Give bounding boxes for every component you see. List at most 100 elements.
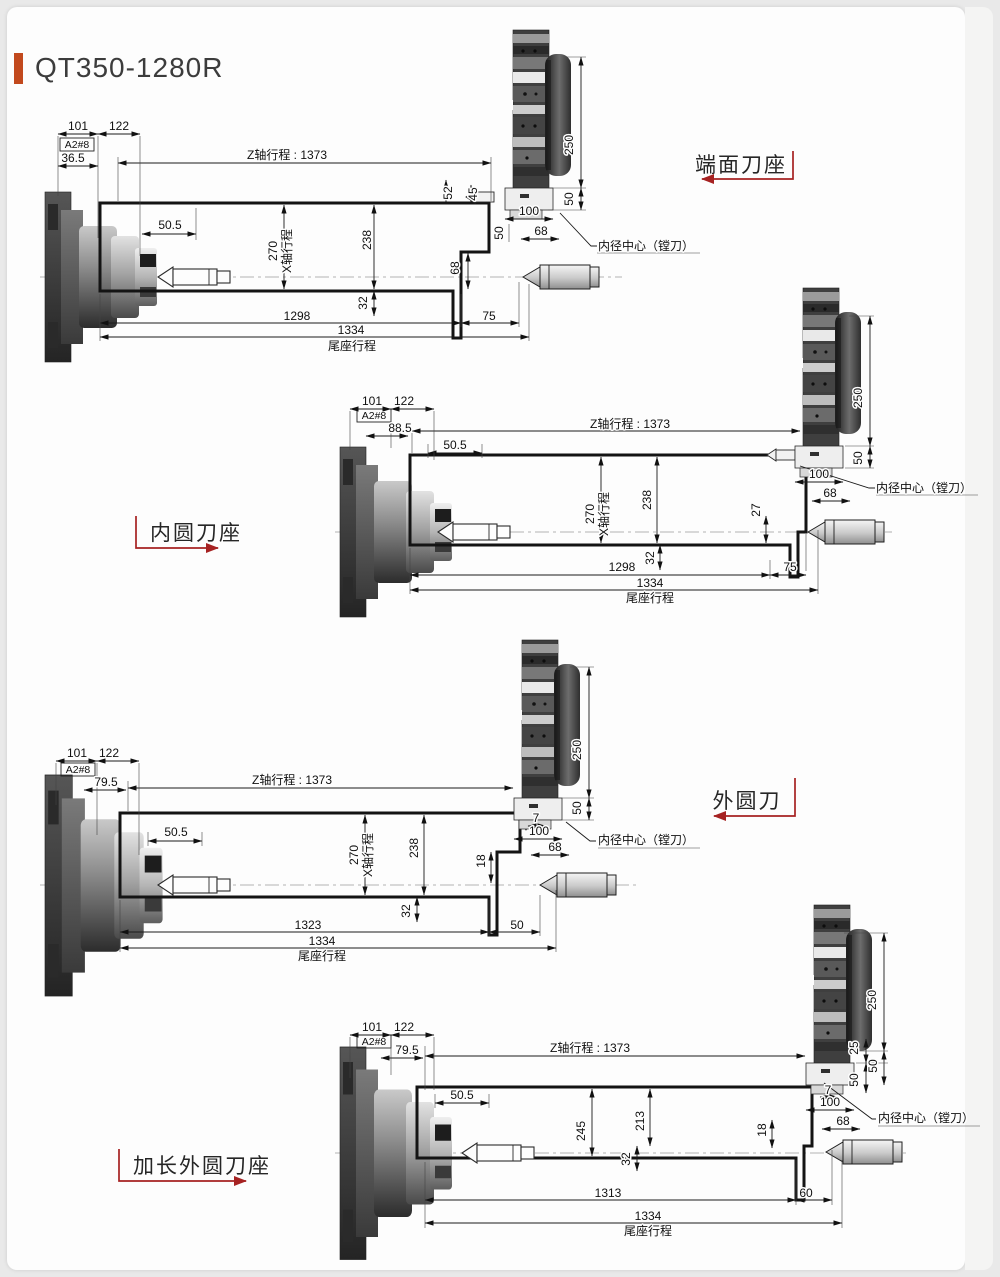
dim-238: 238 — [407, 838, 421, 858]
dim-50: 50 — [510, 918, 524, 932]
tailstock-center — [522, 264, 600, 290]
dim-turret-250: 250 — [562, 135, 576, 155]
bore-center-callout: 内径中心（镗刀） — [598, 238, 694, 253]
spindle-nose-spec: A2#8 — [362, 1036, 387, 1048]
dim-101: 101 — [362, 394, 382, 408]
dim-turret-base-50: 50 — [562, 192, 576, 206]
dim-1313: 1313 — [595, 1186, 622, 1200]
dim-7: 7 — [825, 1083, 832, 1097]
dim-122: 122 — [99, 746, 119, 760]
dim-x-travel: 270 — [583, 504, 597, 524]
bore-center-callout: 内径中心（镗刀） — [598, 832, 694, 847]
tailstock-center — [539, 872, 617, 898]
dim-nose-length: 79.5 — [94, 775, 118, 789]
dim-45: 45 — [466, 187, 480, 201]
dim-18: 18 — [474, 854, 488, 868]
dim-238: 238 — [360, 230, 374, 250]
dim-nose-length: 36.5 — [61, 151, 85, 165]
bore-center-callout: 内径中心（镗刀） — [878, 1110, 974, 1125]
tailstock-travel-label: 尾座行程 — [624, 1223, 672, 1238]
dim-100: 100 — [519, 204, 539, 218]
z-travel-label: Z轴行程 : 1373 — [590, 416, 670, 431]
turret-tool — [766, 448, 796, 462]
label-arrow — [135, 516, 219, 553]
dim-60: 60 — [799, 1186, 813, 1200]
dim-100: 100 — [529, 824, 549, 838]
z-travel-label: Z轴行程 : 1373 — [247, 147, 327, 162]
dim-100: 100 — [820, 1095, 840, 1109]
dim-1334: 1334 — [309, 934, 336, 948]
dim-turret-base-50: 50 — [851, 451, 865, 465]
sheet-right-margin — [965, 7, 993, 1270]
label-arrow — [701, 151, 794, 184]
dim-101: 101 — [362, 1020, 382, 1034]
tool-turret — [805, 904, 873, 1095]
title-accent-bar — [14, 52, 23, 84]
dim-25: 25 — [847, 1041, 861, 1055]
dim-1298: 1298 — [284, 309, 311, 323]
x-travel-label: X轴行程 — [279, 229, 294, 273]
dim-18: 18 — [755, 1123, 769, 1137]
dim-68: 68 — [836, 1114, 850, 1128]
dim-68-step: 68 — [448, 261, 462, 275]
dim-245: 245 — [574, 1121, 588, 1141]
dim-68: 68 — [823, 486, 837, 500]
boring-tool — [157, 266, 231, 288]
dim-101: 101 — [67, 746, 87, 760]
spindle-chuck — [44, 774, 164, 997]
page-title: QT350-1280R — [35, 52, 224, 83]
diagram-extended-external-tool-holder: 101 122 A2#8 79.5 Z轴行程 : 1373 50.5 245 2… — [118, 904, 980, 1261]
tailstock-travel-label: 尾座行程 — [626, 590, 674, 605]
diagram-external-tool: 101 122 A2#8 79.5 Z轴行程 : 1373 50.5 270 X… — [40, 639, 796, 997]
x-travel-label: X轴行程 — [360, 833, 375, 877]
boring-tool — [437, 521, 511, 543]
dim-turret-250: 250 — [865, 990, 879, 1010]
dim-clearance: 50.5 — [450, 1088, 474, 1102]
dim-32: 32 — [356, 296, 370, 310]
tool-turret — [504, 29, 572, 220]
tailstock-center — [825, 1139, 903, 1165]
dim-turret-250: 250 — [851, 388, 865, 408]
diagram-internal-tool-holder: 101 122 A2#8 88.5 Z轴行程 : 1373 50.5 270 X… — [135, 287, 978, 618]
label-arrow — [118, 1149, 247, 1186]
dim-52: 52 — [441, 186, 455, 200]
variant-label: 外圆刀 — [713, 790, 782, 813]
tailstock-travel-label: 尾座行程 — [298, 948, 346, 963]
dim-32: 32 — [643, 551, 657, 565]
spindle-nose-spec: A2#8 — [65, 139, 90, 151]
spindle-nose-box — [59, 137, 95, 152]
dim-68: 68 — [534, 224, 548, 238]
variant-label: 加长外圆刀座 — [133, 1155, 271, 1178]
page-header: QT350-1280R — [14, 52, 223, 84]
spindle-chuck — [339, 1046, 453, 1261]
dimension-lines — [55, 666, 700, 952]
boring-tool — [461, 1142, 535, 1164]
dim-1298: 1298 — [609, 560, 636, 574]
dim-x-travel: 270 — [347, 845, 361, 865]
dim-32: 32 — [399, 904, 413, 918]
x-travel-label: X轴行程 — [596, 492, 611, 536]
tailstock-center — [807, 519, 885, 545]
dim-238: 238 — [640, 490, 654, 510]
dim-101: 101 — [68, 119, 88, 133]
z-travel-label: Z轴行程 : 1373 — [252, 772, 332, 787]
dim-clearance: 50.5 — [443, 438, 467, 452]
dim-27: 27 — [749, 503, 763, 517]
dimension-lines — [57, 56, 700, 341]
dimension-lines — [349, 315, 978, 594]
variant-label: 内圆刀座 — [150, 522, 242, 545]
dim-122: 122 — [394, 394, 414, 408]
dim-122: 122 — [109, 119, 129, 133]
dim-turret-250: 250 — [570, 740, 584, 760]
dim-1334: 1334 — [338, 323, 365, 337]
dim-nose-length: 88.5 — [388, 421, 412, 435]
dim-1323: 1323 — [295, 918, 322, 932]
dim-122: 122 — [394, 1020, 414, 1034]
variant-label: 端面刀座 — [695, 154, 787, 177]
dim-clearance: 50.5 — [164, 825, 188, 839]
dim-50b: 50 — [847, 1073, 861, 1087]
tool-turret — [794, 287, 862, 478]
dim-50a: 50 — [866, 1059, 880, 1073]
dim-turret-base-50: 50 — [570, 801, 584, 815]
dim-nose-length: 79.5 — [395, 1043, 419, 1057]
